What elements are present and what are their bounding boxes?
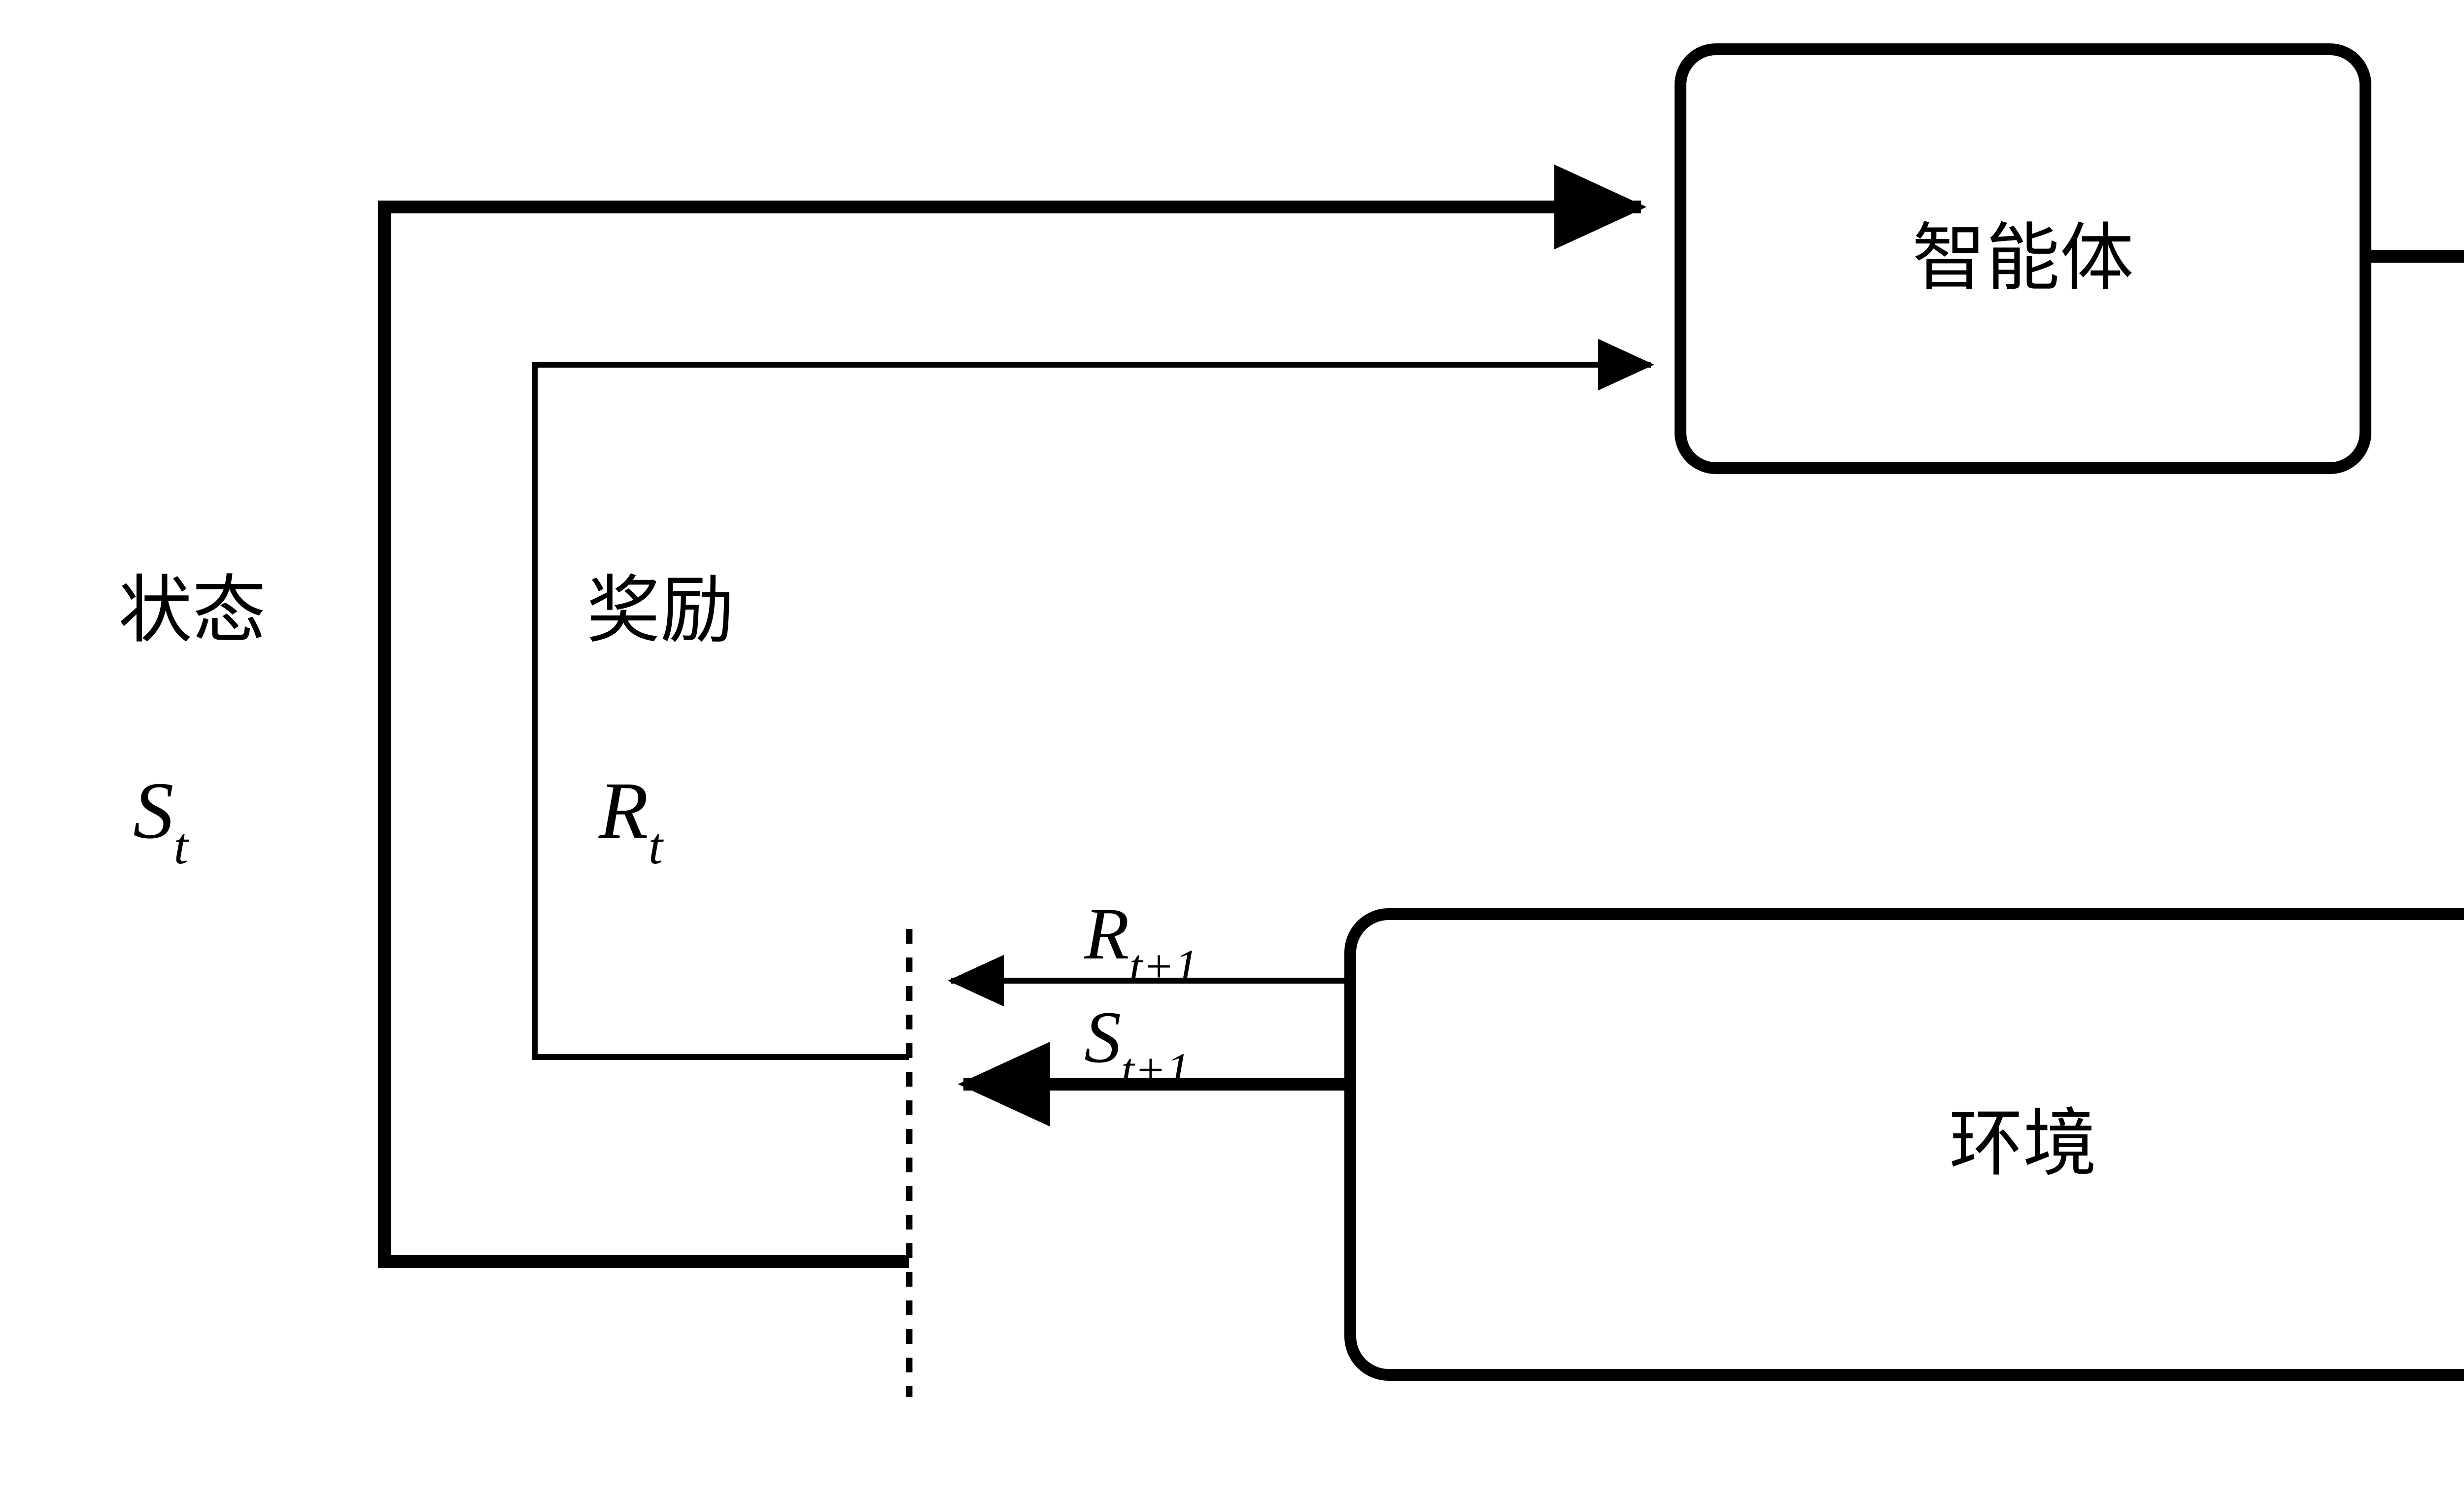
reward-symbol-base: R	[598, 765, 649, 855]
next-state-symbol-subscript: t+1	[1121, 1043, 1190, 1096]
state-symbol-subscript: t	[174, 817, 190, 875]
state-signal-symbol: St	[133, 765, 190, 875]
next-reward-symbol-base: R	[1084, 893, 1129, 975]
state-symbol-base: S	[133, 765, 174, 855]
reward-symbol-subscript: t	[649, 817, 664, 875]
next-reward-symbol: Rt+1	[1084, 893, 1198, 992]
environment-node-label: 环境	[1949, 1103, 2097, 1185]
next-reward-symbol-subscript: t+1	[1129, 940, 1198, 992]
state-signal-name: 状态	[118, 570, 266, 652]
reward-signal-name: 奖励	[586, 570, 734, 652]
reward-signal-symbol: Rt	[598, 765, 664, 875]
environment-node-box[interactable]	[1344, 908, 2464, 1381]
next-state-symbol: St+1	[1084, 996, 1190, 1096]
agent-node-label: 智能体	[1912, 218, 2134, 300]
state-flow-connector	[378, 164, 1647, 1268]
next-state-symbol-base: S	[1084, 996, 1121, 1078]
reward-flow-connector	[532, 339, 1654, 1060]
agent-node-box[interactable]	[1675, 43, 2371, 474]
